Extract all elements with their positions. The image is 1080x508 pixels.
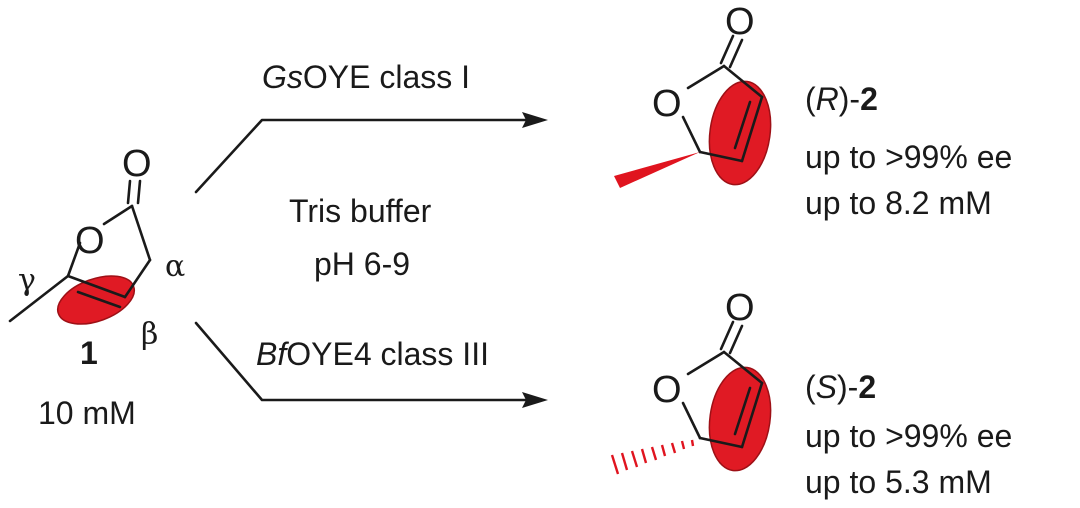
r-bond-cbeta-calpha (740, 95, 764, 163)
carbonyl-oxygen: O (122, 143, 152, 185)
gamma-label: γ (18, 263, 36, 298)
top-enzyme-italic: Gs (262, 59, 303, 95)
top-enzyme-label: GsOYE class I (262, 59, 470, 95)
carbonyl-bond-1 (126, 179, 132, 205)
ring-oxygen: O (75, 220, 105, 262)
buffer-line-1: Tris buffer (289, 193, 432, 229)
bottom-enzyme-rest: OYE4 class III (286, 336, 489, 372)
s-paren-close: )- (837, 369, 858, 405)
r-carbonyl-bond-1 (719, 34, 735, 65)
product-s-conc: up to 5.3 mM (805, 464, 992, 500)
alpha-label: α (165, 249, 185, 284)
beta-label: β (141, 317, 158, 352)
product-r-label: (R)-2 (805, 81, 878, 117)
substrate-concentration: 10 mM (38, 395, 136, 431)
s-compound-number: 2 (858, 369, 876, 405)
methyl-bond (8, 274, 70, 323)
s-carbonyl-bond-2 (728, 324, 744, 355)
s-carbonyl-oxygen: O (725, 287, 755, 329)
bottom-enzyme-label: BfOYE4 class III (256, 336, 489, 372)
ring-double-bond-inner (76, 290, 122, 309)
r-bond-o-cgamma (681, 115, 702, 154)
s-stereo: S (816, 369, 837, 405)
ring-bond-cbeta-calpha (123, 258, 152, 299)
reaction-arrows (194, 112, 548, 408)
bottom-enzyme-italic: Bf (256, 336, 289, 372)
r-bond-carbonyl-o (686, 64, 726, 90)
bottom-arrow-line (194, 321, 536, 402)
s-ring-oxygen: O (652, 369, 682, 411)
ring-bond-carbonyl-o (102, 204, 134, 226)
top-arrow-line (194, 118, 536, 194)
r-paren-open: ( (805, 81, 816, 117)
ring-bond-o-cgamma (66, 241, 82, 278)
s-double-bond-inner (733, 386, 752, 436)
substrate-1: O O α β γ 1 10 mM (8, 143, 185, 431)
s-hashed-wedge-methyl (610, 439, 695, 475)
s-bond-calpha-carbonyl (722, 350, 764, 385)
r-paren-close: )- (839, 81, 860, 117)
s-bond-cgamma-cbeta (698, 436, 744, 449)
product-r-conc: up to 8.2 mM (805, 185, 992, 221)
substrate-compound-number: 1 (80, 335, 98, 371)
bottom-arrow-head (522, 392, 548, 408)
product-s: O O (S)-2 up to >99% ee up to 5.3 mM (610, 287, 1012, 500)
substrate-highlight (56, 275, 136, 325)
s-carbonyl-bond-1 (719, 320, 735, 351)
r-stereo: R (816, 81, 839, 117)
top-enzyme-rest: OYE class I (303, 59, 470, 95)
product-r: O O (R)-2 up to >99% ee up to 8.2 mM (614, 1, 1012, 221)
r-carbonyl-oxygen: O (725, 1, 755, 43)
s-bond-cbeta-calpha (740, 381, 764, 449)
product-r-ee: up to >99% ee (805, 139, 1012, 175)
r-bond-calpha-carbonyl (722, 64, 764, 99)
r-compound-number: 2 (860, 81, 878, 117)
conditions: GsOYE class I Tris buffer pH 6-9 BfOYE4 … (256, 59, 489, 372)
r-wedge-methyl (614, 152, 700, 188)
r-ring-oxygen: O (652, 83, 682, 125)
r-bond-cgamma-cbeta (698, 150, 744, 163)
s-bond-o-cgamma (681, 401, 702, 440)
carbonyl-bond-2 (136, 179, 142, 205)
ring-bond-calpha-carbonyl (130, 204, 152, 262)
ring-bond-cgamma-cbeta (66, 274, 127, 299)
r-carbonyl-bond-2 (728, 38, 744, 69)
product-s-ee: up to >99% ee (805, 418, 1012, 454)
s-paren-open: ( (805, 369, 816, 405)
product-s-label: (S)-2 (805, 369, 876, 405)
s-bond-carbonyl-o (686, 350, 726, 376)
r-double-bond-inner (733, 100, 752, 150)
buffer-line-2: pH 6-9 (314, 246, 410, 282)
top-arrow-head (522, 112, 548, 128)
